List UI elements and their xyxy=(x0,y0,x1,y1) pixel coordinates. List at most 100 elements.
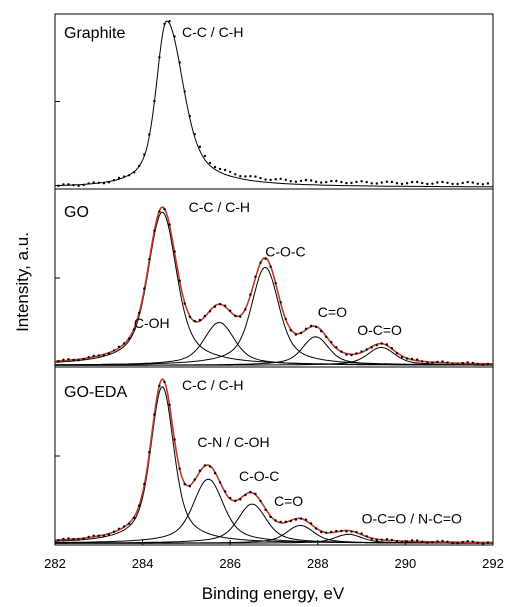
measured-point xyxy=(481,363,485,366)
measured-point xyxy=(385,538,389,541)
measured-point xyxy=(456,182,459,186)
y-axis-title: Intensity, a.u. xyxy=(13,232,32,332)
measured-point xyxy=(370,537,373,541)
measured-point xyxy=(102,354,106,357)
measured-point xyxy=(127,337,131,340)
peak-label: C-C / C-H xyxy=(182,377,243,393)
measured-point xyxy=(77,538,80,541)
measured-point xyxy=(138,164,141,168)
measured-point xyxy=(355,180,358,184)
measured-point xyxy=(112,349,116,352)
measured-point xyxy=(325,531,328,535)
measured-point xyxy=(279,177,282,180)
measured-point xyxy=(335,346,338,349)
measured-point xyxy=(400,540,404,544)
measured-point xyxy=(416,539,419,542)
measured-point xyxy=(304,518,308,521)
measured-point xyxy=(446,181,449,184)
measured-point xyxy=(314,325,318,329)
measured-point xyxy=(340,529,343,533)
measured-point xyxy=(481,542,485,545)
measured-point xyxy=(405,182,409,185)
measured-point xyxy=(72,538,75,541)
measured-point xyxy=(350,181,353,185)
measured-point xyxy=(279,301,282,304)
measured-point xyxy=(133,516,136,519)
measured-point xyxy=(451,182,454,186)
peak-label: C-OH xyxy=(134,315,170,331)
measured-point xyxy=(405,357,409,360)
measured-point xyxy=(239,498,242,501)
envelope-line xyxy=(54,206,494,365)
measured-point xyxy=(168,403,171,406)
measured-point xyxy=(213,305,217,308)
measured-point xyxy=(360,350,363,353)
measured-point xyxy=(183,302,186,305)
measured-point xyxy=(380,181,383,184)
measured-point xyxy=(198,318,202,322)
measured-point xyxy=(229,309,232,312)
measured-point xyxy=(345,353,348,356)
measured-point xyxy=(330,530,333,534)
measured-point xyxy=(279,520,282,523)
measured-point xyxy=(153,413,156,416)
measured-point xyxy=(395,352,399,355)
peak-label: O-C=O / N-C=O xyxy=(362,511,462,527)
measured-point xyxy=(87,182,90,185)
measured-point xyxy=(395,540,399,543)
measured-point xyxy=(198,469,202,472)
measured-point xyxy=(299,179,303,183)
measured-point xyxy=(421,181,424,185)
measured-point xyxy=(153,229,156,232)
measured-point xyxy=(380,538,383,541)
measured-point xyxy=(456,541,459,545)
measured-point xyxy=(314,527,318,530)
measured-point xyxy=(239,175,242,178)
measured-point xyxy=(218,303,222,306)
measured-point xyxy=(244,175,247,178)
measured-point xyxy=(244,493,247,497)
measured-point xyxy=(203,314,207,318)
measured-point xyxy=(304,178,308,182)
measured-point xyxy=(153,99,156,103)
x-tick-label: 282 xyxy=(44,556,66,571)
measured-point xyxy=(178,467,181,470)
measured-point xyxy=(208,310,212,313)
measured-point xyxy=(244,308,247,311)
measured-point xyxy=(188,315,191,318)
measured-point xyxy=(370,346,373,349)
measured-point xyxy=(289,519,292,523)
measured-point xyxy=(451,362,454,366)
measured-point xyxy=(127,522,131,525)
measured-point xyxy=(223,490,227,493)
peak-label: C=O xyxy=(274,493,303,509)
measured-point xyxy=(335,529,338,533)
component-c-oh xyxy=(55,322,493,366)
measured-point xyxy=(294,180,298,183)
measured-point xyxy=(92,534,95,537)
measured-point xyxy=(259,261,262,264)
measured-point xyxy=(365,180,368,184)
measured-point xyxy=(405,540,409,543)
measured-point xyxy=(350,353,353,357)
measured-point xyxy=(355,352,358,355)
measured-point xyxy=(426,361,429,364)
measured-point xyxy=(92,354,95,357)
measured-point xyxy=(254,275,257,278)
measured-point xyxy=(390,347,394,350)
measured-point xyxy=(330,341,333,344)
measured-point xyxy=(254,492,257,495)
measured-point xyxy=(97,181,101,184)
measured-point xyxy=(193,478,196,481)
measured-point xyxy=(340,180,343,184)
measured-point xyxy=(325,335,328,338)
measured-point xyxy=(117,527,121,530)
measured-point xyxy=(461,181,464,185)
measured-point xyxy=(102,182,106,185)
measured-point xyxy=(309,324,313,328)
measured-point xyxy=(178,279,181,282)
peak-label: C-O-C xyxy=(239,468,279,484)
measured-point xyxy=(198,145,202,148)
